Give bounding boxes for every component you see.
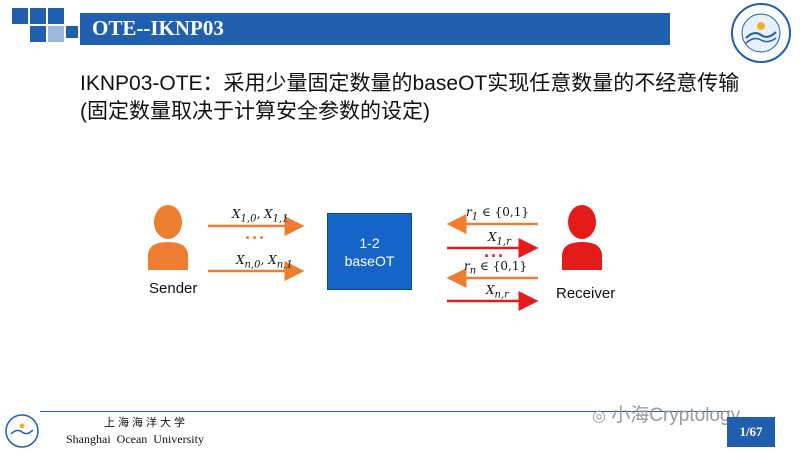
receiver-output-top: X1,r	[488, 230, 511, 248]
sender-label: Sender	[149, 280, 198, 297]
receiver-output-bottom: Xn,r	[486, 283, 509, 301]
footer-university-logo	[2, 413, 42, 454]
title-bar	[80, 13, 670, 43]
footer-university-cn: 上海海洋大学	[104, 416, 188, 429]
sender-msg-bottom: Xn,0, Xn,1	[236, 253, 293, 271]
base-ot-box: 1-2 baseOT	[327, 213, 412, 290]
body-text-line-2: (固定数量取决于计算安全参数的设定)	[80, 100, 430, 123]
sender-person-icon	[148, 204, 188, 275]
slide-title: OTE--IKNP03	[92, 16, 224, 40]
receiver-choice-bottom: rn ∈ {0,1}	[464, 259, 528, 277]
watermark: ◎ 小海Cryptology	[592, 400, 740, 427]
receiver-person-icon	[562, 204, 602, 275]
footer-university-en: Shanghai Ocean University	[66, 432, 204, 446]
footer-line	[40, 411, 730, 412]
sender-msg-top: X1,0, X1,1	[232, 207, 289, 225]
wechat-icon: ◎	[592, 408, 606, 425]
body-text-line-1: IKNP03-OTE：采用少量固定数量的baseOT实现任意数量的不经意传输	[80, 72, 740, 95]
sender-dots: ···	[245, 228, 266, 248]
watermark-text: 小海Cryptology	[611, 405, 741, 426]
receiver-dots: ···	[484, 246, 505, 266]
base-ot-box-line-2: baseOT	[344, 253, 395, 269]
page-number: 1/67	[727, 417, 775, 447]
receiver-label: Receiver	[556, 285, 616, 302]
university-logo	[726, 2, 796, 69]
receiver-choice-top: r1 ∈ {0,1}	[466, 205, 530, 223]
title-underline	[80, 43, 670, 45]
base-ot-box-line-1: 1-2	[359, 235, 380, 251]
